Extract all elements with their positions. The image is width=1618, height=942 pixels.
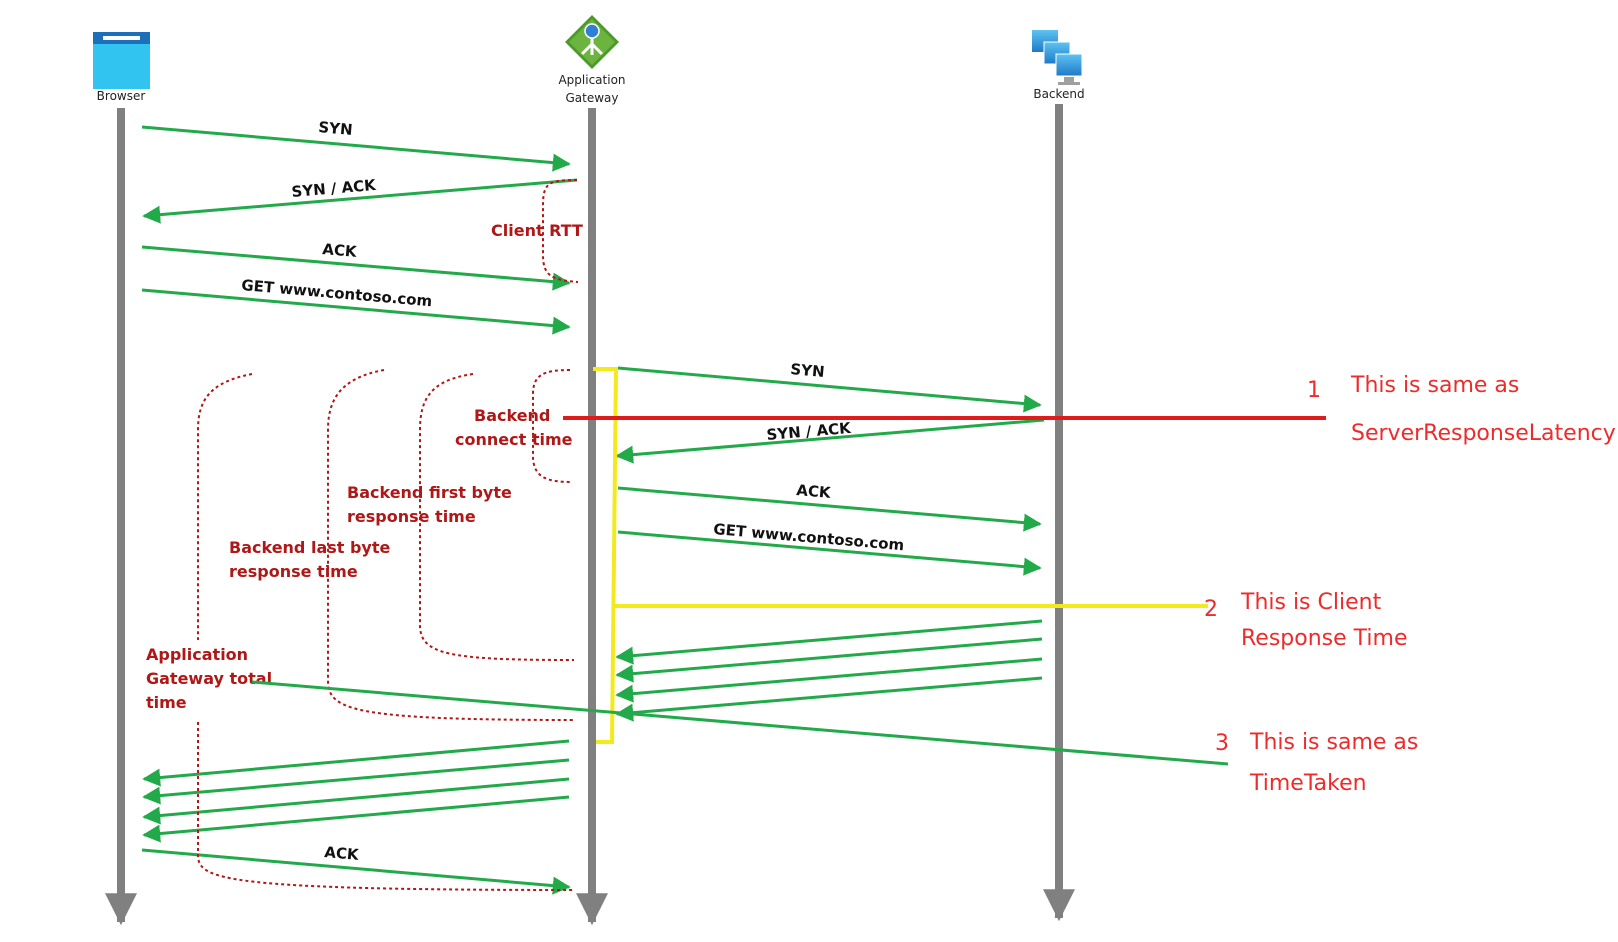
backend-ack-label: ACK xyxy=(796,481,833,502)
backend-first-byte-label-line2: response time xyxy=(347,507,476,526)
backend-response-arrow-1 xyxy=(615,619,1043,665)
gateway-total-label-line1: Application xyxy=(146,645,248,664)
client-get-label: GET www.contoso.com xyxy=(241,276,433,310)
backend-label: Backend xyxy=(1033,87,1084,101)
backend-last-byte-label-line2: response time xyxy=(229,562,358,581)
client-rtt-bracket xyxy=(542,179,579,283)
note-2-number: 2 xyxy=(1204,597,1218,622)
note-3-line1: This is same as xyxy=(1249,730,1418,755)
note-2-line1: This is Client xyxy=(1240,590,1382,615)
gateway-total-label-line2: Gateway total xyxy=(146,669,272,688)
note-1-number: 1 xyxy=(1307,378,1321,403)
note-2-line2: Response Time xyxy=(1241,626,1408,651)
client-ack-label: ACK xyxy=(322,240,359,261)
note-3-line2: TimeTaken xyxy=(1249,771,1367,796)
client-syn-arrow xyxy=(141,125,571,172)
backend-syn-arrow xyxy=(617,366,1042,413)
backend-synack-label: SYN / ACK xyxy=(766,419,853,444)
backend-response-arrow-2 xyxy=(615,637,1043,683)
gateway-total-label-line3: time xyxy=(146,693,187,712)
green-marker-line xyxy=(251,680,1229,766)
client-syn-label: SYN xyxy=(318,118,354,139)
backend-get-arrow xyxy=(617,530,1042,576)
final-ack-label: ACK xyxy=(324,843,361,864)
client-response-arrow-2 xyxy=(142,758,570,805)
backend-ack-arrow xyxy=(617,486,1042,532)
yellow-bracket-vertical xyxy=(610,368,618,743)
gateway-label-line1: Application xyxy=(558,73,625,87)
note-3-number: 3 xyxy=(1215,731,1229,756)
backend-syn-label: SYN xyxy=(790,360,826,381)
backend-vm-icon xyxy=(1032,30,1083,85)
note-1-line1: This is same as xyxy=(1350,373,1519,398)
gateway-label-line2: Gateway xyxy=(565,91,618,105)
backend-synack-arrow xyxy=(615,418,1045,464)
browser-window-icon xyxy=(93,32,150,89)
backend-connect-label-line2: connect time xyxy=(455,430,573,449)
gateway-total-bracket-bottom xyxy=(197,722,575,891)
backend-connect-bracket xyxy=(532,369,573,483)
backend-last-byte-bracket xyxy=(327,369,575,721)
backend-first-byte-bracket xyxy=(419,373,575,661)
backend-first-byte-label-line1: Backend first byte xyxy=(347,483,512,502)
client-response-arrow-1 xyxy=(142,739,570,787)
backend-last-byte-label-line1: Backend last byte xyxy=(229,538,391,557)
client-synack-arrow xyxy=(142,178,578,224)
application-gateway-icon xyxy=(565,15,619,69)
client-get-arrow xyxy=(141,288,571,335)
backend-connect-label-line1: Backend xyxy=(474,406,550,425)
backend-response-arrow-4 xyxy=(615,676,1043,722)
client-response-arrow-3 xyxy=(142,777,570,825)
client-ack-arrow xyxy=(141,245,571,291)
note-1-line2: ServerResponseLatency xyxy=(1351,421,1616,446)
final-ack-arrow xyxy=(141,848,571,895)
client-rtt-label: Client RTT xyxy=(491,221,583,240)
gateway-total-bracket-top xyxy=(197,373,253,640)
client-response-arrow-4 xyxy=(142,795,570,843)
browser-label: Browser xyxy=(97,89,146,103)
backend-response-arrow-3 xyxy=(615,657,1043,703)
